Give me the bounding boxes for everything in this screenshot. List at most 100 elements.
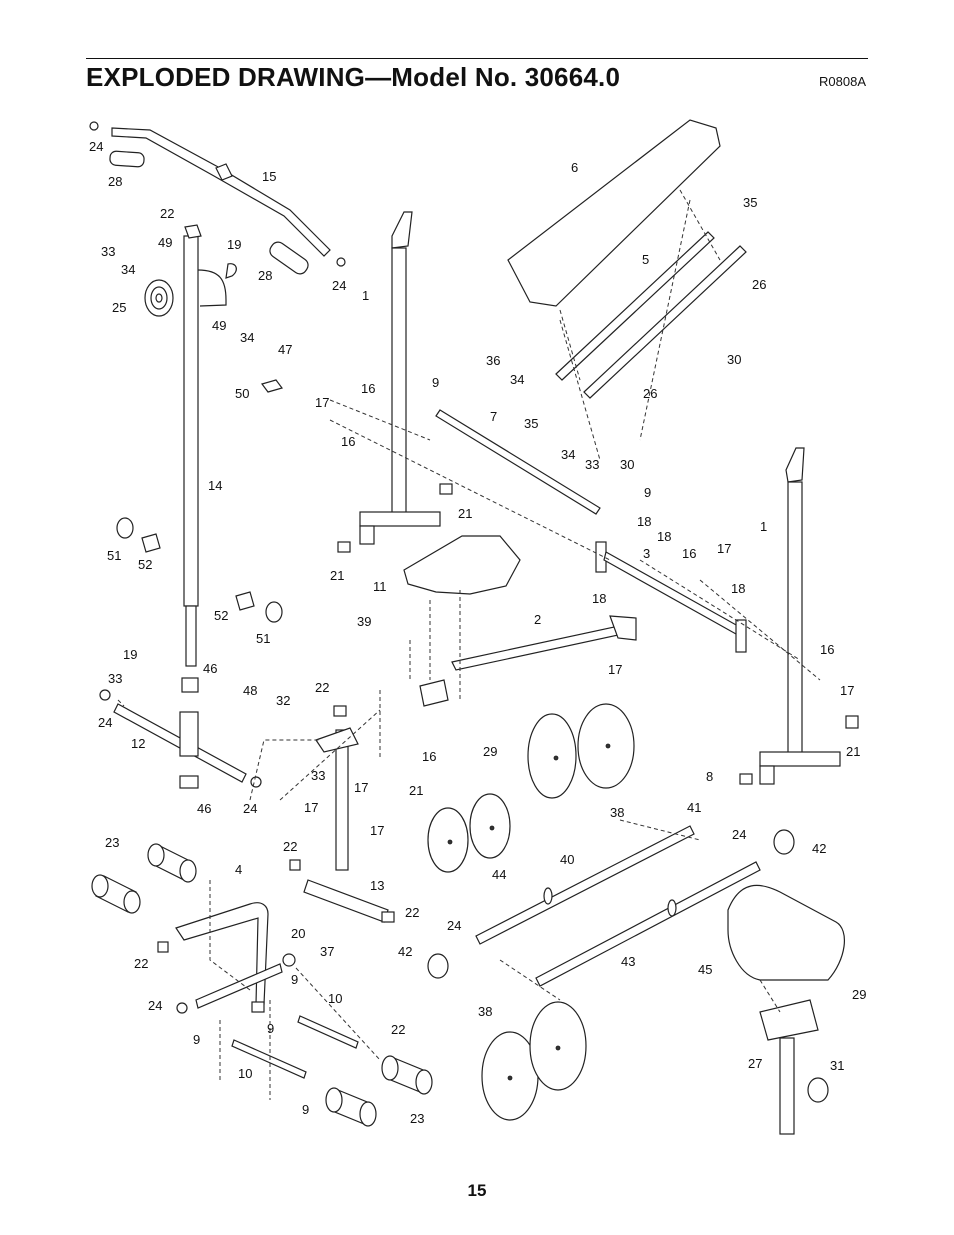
part-5-rails — [555, 231, 747, 399]
part-label-35: 35 — [524, 416, 538, 431]
part-50-clip — [260, 379, 284, 393]
part-label-34: 34 — [561, 447, 575, 462]
part-label-5: 5 — [642, 252, 649, 267]
part-44-weights — [427, 793, 511, 873]
part-1-upright-left — [359, 211, 441, 545]
part-38-weights-top — [527, 703, 635, 799]
part-8-bracket — [315, 727, 359, 753]
part-label-34: 34 — [510, 372, 524, 387]
part-12-stem — [179, 711, 199, 757]
part-label-8: 8 — [706, 769, 713, 784]
part-label-1: 1 — [362, 288, 369, 303]
part-4-leg-lever — [175, 902, 283, 1009]
part-label-49: 49 — [212, 318, 226, 333]
part-28-grip — [109, 150, 145, 168]
part-label-9: 9 — [432, 375, 439, 390]
part-label-22: 22 — [391, 1022, 405, 1037]
part-21-foot-cap-2 — [337, 541, 351, 553]
part-24-cap-3 — [99, 689, 111, 701]
part-label-10: 10 — [328, 991, 342, 1006]
part-3-frame — [595, 541, 747, 653]
part-label-38: 38 — [478, 1004, 492, 1019]
part-label-7: 7 — [490, 409, 497, 424]
part-label-32: 32 — [276, 693, 290, 708]
part-label-44: 44 — [492, 867, 506, 882]
part-label-26: 26 — [643, 386, 657, 401]
part-43-collar — [667, 899, 677, 917]
part-label-28: 28 — [108, 174, 122, 189]
drawing-number: R0808A — [819, 74, 866, 89]
part-2-seat-bracket — [419, 679, 449, 707]
part-label-18: 18 — [731, 581, 745, 596]
part-label-30: 30 — [727, 352, 741, 367]
part-label-24: 24 — [732, 827, 746, 842]
part-label-18: 18 — [592, 591, 606, 606]
part-label-17: 17 — [304, 800, 318, 815]
part-label-47: 47 — [278, 342, 292, 357]
part-52-spacer-2 — [235, 591, 255, 611]
part-label-35: 35 — [743, 195, 757, 210]
part-label-51: 51 — [107, 548, 121, 563]
part-label-14: 14 — [208, 478, 222, 493]
part-label-45: 45 — [698, 962, 712, 977]
part-14-post — [183, 224, 227, 667]
part-label-24: 24 — [447, 918, 461, 933]
part-label-22: 22 — [405, 905, 419, 920]
part-label-39: 39 — [357, 614, 371, 629]
part-label-42: 42 — [398, 944, 412, 959]
part-label-52: 52 — [214, 608, 228, 623]
part-1-upright-right — [759, 447, 841, 785]
part-51-wheel-2 — [265, 601, 283, 623]
part-label-21: 21 — [409, 783, 423, 798]
part-31-knob — [807, 1077, 829, 1103]
part-22-cap-3 — [333, 705, 347, 717]
part-label-29: 29 — [852, 987, 866, 1002]
part-label-24: 24 — [243, 801, 257, 816]
part-label-22: 22 — [283, 839, 297, 854]
part-15-handle-bar — [111, 127, 331, 257]
part-6-backrest — [507, 119, 721, 307]
part-label-46: 46 — [197, 801, 211, 816]
part-label-16: 16 — [361, 381, 375, 396]
part-10-bar — [231, 1039, 307, 1079]
part-label-3: 3 — [643, 546, 650, 561]
part-45-pad — [727, 884, 845, 981]
part-label-9: 9 — [644, 485, 651, 500]
part-10-bar-2 — [297, 1015, 359, 1049]
part-label-19: 19 — [227, 237, 241, 252]
header-rule — [86, 58, 868, 59]
part-label-24: 24 — [98, 715, 112, 730]
part-21-foot-cap — [439, 483, 453, 495]
part-label-24: 24 — [148, 998, 162, 1013]
part-label-42: 42 — [812, 841, 826, 856]
part-label-15: 15 — [262, 169, 276, 184]
part-2-frame — [451, 623, 633, 671]
part-11-seat — [403, 535, 521, 595]
part-51-wheel — [116, 517, 134, 539]
part-label-33: 33 — [585, 457, 599, 472]
part-23-pads-top — [91, 843, 197, 914]
part-label-4: 4 — [235, 862, 242, 877]
part-label-9: 9 — [193, 1032, 200, 1047]
part-7-tube — [435, 409, 601, 515]
part-22-cap-4 — [157, 941, 169, 953]
part-label-43: 43 — [621, 954, 635, 969]
part-2-bracket — [609, 615, 637, 641]
part-label-23: 23 — [105, 835, 119, 850]
part-label-37: 37 — [320, 944, 334, 959]
part-label-49: 49 — [158, 235, 172, 250]
part-label-34: 34 — [121, 262, 135, 277]
part-label-27: 27 — [748, 1056, 762, 1071]
part-label-21: 21 — [458, 506, 472, 521]
part-22-cap-5 — [251, 1001, 265, 1013]
part-46-cap — [181, 677, 199, 693]
part-label-31: 31 — [830, 1058, 844, 1073]
part-label-51: 51 — [256, 631, 270, 646]
part-label-24: 24 — [89, 139, 103, 154]
part-28-grip-2 — [269, 241, 309, 275]
part-8-post — [335, 729, 349, 871]
part-label-36: 36 — [486, 353, 500, 368]
part-24-cap-4 — [250, 776, 262, 788]
part-label-29: 29 — [483, 744, 497, 759]
